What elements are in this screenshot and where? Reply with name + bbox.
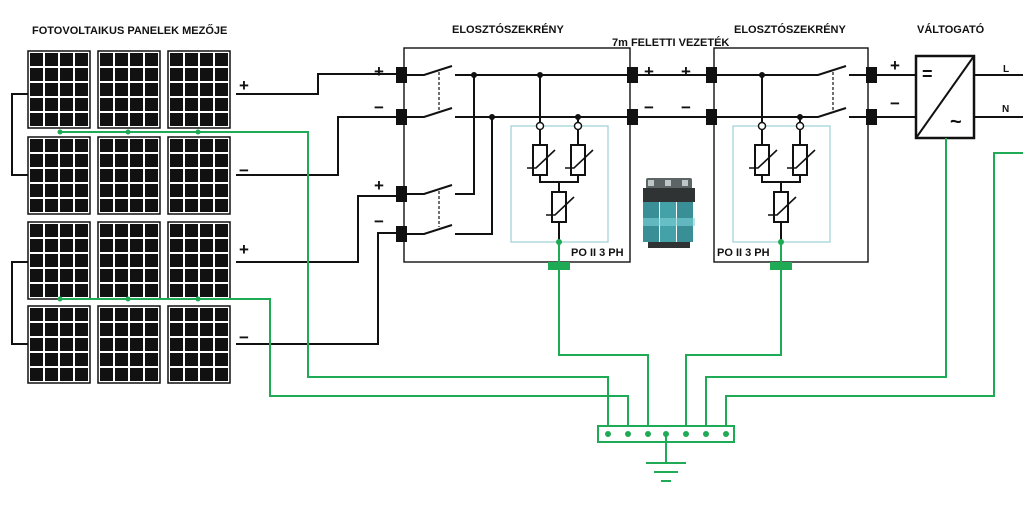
solar-panel: [27, 50, 91, 129]
solar-panel: [167, 305, 231, 384]
spd-module-1: [510, 75, 609, 270]
inverter-dc-symbol: =: [922, 64, 933, 84]
inverter: = ~ L N: [914, 54, 1023, 140]
box1-terminal-plus-1: [396, 67, 407, 83]
spd-1-label: PO II 3 PH: [571, 247, 624, 259]
solar-panel: [27, 305, 91, 384]
string-connectors: [11, 93, 28, 345]
pv-field-title: FOTOVOLTAIKUS PANELEK MEZŐJE: [32, 24, 227, 37]
box1-terminal-out-minus: [627, 109, 638, 125]
distribution-box-1-title: ELOSZTÓSZEKRÉNY: [452, 23, 565, 36]
cable-plus-sign-left: +: [644, 62, 654, 81]
inverter-dc-wiring: + −: [877, 56, 916, 118]
solar-panel: [167, 221, 231, 300]
distribution-box-2-title: ELOSZTÓSZEKRÉNY: [734, 23, 847, 36]
box1-in2-plus-sign: +: [374, 176, 384, 195]
solar-panel: [97, 305, 161, 384]
box1-terminal-out-plus: [627, 67, 638, 83]
panel-polarity-signs: + − + −: [239, 76, 249, 347]
distribution-box-1: + − + − P: [374, 47, 638, 270]
distribution-box-1-frame: [403, 47, 631, 263]
distribution-box-2-frame: [713, 47, 869, 263]
ground-wiring: [57, 129, 1023, 482]
solar-panel: [97, 50, 161, 129]
earth-ground-icon: [646, 434, 686, 482]
solar-panel: [27, 221, 91, 300]
solar-panel: [27, 136, 91, 215]
ac-line-label: L: [1003, 64, 1009, 75]
solar-panel: [97, 221, 161, 300]
surge-arrester-product-image: [643, 178, 695, 248]
spd-2-label: PO II 3 PH: [717, 247, 770, 259]
inverter-ac-symbol: ~: [950, 111, 962, 133]
box1-terminal-minus-1: [396, 109, 407, 125]
solar-panel: [167, 136, 231, 215]
box2-terminal-out-plus: [866, 67, 877, 83]
distribution-box-2: PO II 3 PH: [706, 47, 877, 270]
spd-2-ground-terminal: [770, 262, 792, 270]
solar-panel: [97, 136, 161, 215]
cable-length-label: 7m FELETTI VEZETÉK: [612, 36, 729, 49]
dc-string-wiring: [236, 73, 397, 345]
string1-plus-sign: +: [239, 76, 249, 95]
cable-minus-sign-right: −: [681, 98, 691, 117]
box1-in2-minus-sign: −: [374, 212, 384, 231]
cable-plus-sign-right: +: [681, 62, 691, 81]
box1-in-minus-sign: −: [374, 98, 384, 117]
dc-cable-link: + − + −: [638, 62, 706, 118]
box2-terminal-in-plus: [706, 67, 717, 83]
pv-panel-array: [27, 50, 231, 384]
inverter-plus-sign: +: [890, 56, 900, 75]
inverter-title: VÁLTOGATÓ: [917, 23, 985, 36]
box1-terminal-plus-2: [396, 186, 407, 202]
box1-terminal-minus-2: [396, 226, 407, 242]
solar-panel: [167, 50, 231, 129]
spd-module-2: [732, 75, 831, 270]
string2-plus-sign: +: [239, 240, 249, 259]
spd-1-ground-terminal: [548, 262, 570, 270]
ac-neutral-label: N: [1002, 104, 1009, 115]
inverter-minus-sign: −: [890, 94, 900, 113]
box2-terminal-out-minus: [866, 109, 877, 125]
box2-terminal-in-minus: [706, 109, 717, 125]
string1-minus-sign: −: [239, 161, 249, 180]
cable-minus-sign-left: −: [644, 98, 654, 117]
string2-minus-sign: −: [239, 328, 249, 347]
box1-in-plus-sign: +: [374, 62, 384, 81]
